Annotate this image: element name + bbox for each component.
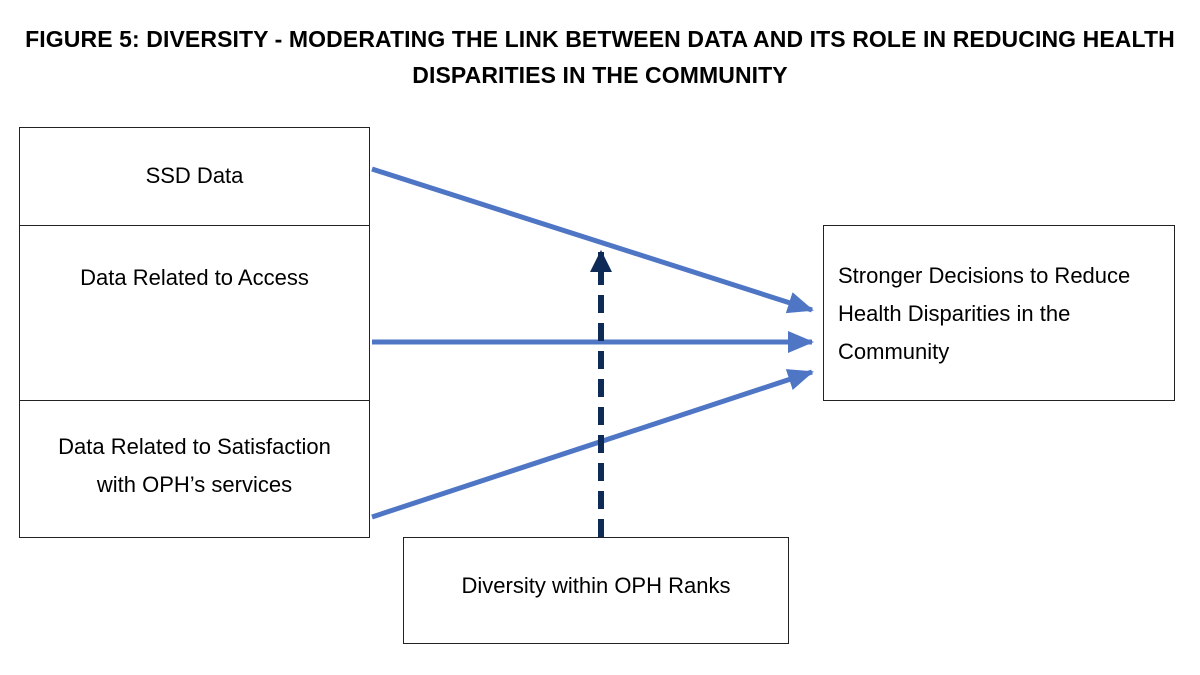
access-data-box: Data Related to Access xyxy=(19,225,370,402)
outcome-label: Stronger Decisions to Reduce Health Disp… xyxy=(838,257,1168,371)
satisfaction-data-box: Data Related to Satisfaction with OPH’s … xyxy=(19,400,370,538)
moderator-box: Diversity within OPH Ranks xyxy=(403,537,789,644)
outcome-box: Stronger Decisions to Reduce Health Disp… xyxy=(823,225,1175,401)
satisfaction-data-label-line-1: Data Related to Satisfaction xyxy=(58,434,331,459)
outcome-label-line-3: Community xyxy=(838,339,950,364)
ssd-data-box: SSD Data xyxy=(19,127,370,227)
figure-title-line-1: FIGURE 5: DIVERSITY - MODERATING THE LIN… xyxy=(25,26,1175,52)
outcome-label-line-1: Stronger Decisions to Reduce xyxy=(838,263,1131,288)
ssd-data-label: SSD Data xyxy=(145,163,244,188)
satisfaction-data-label: Data Related to Satisfaction with OPH’s … xyxy=(20,428,369,504)
outcome-label-line-2: Health Disparities in the xyxy=(838,301,1071,326)
access-data-label: Data Related to Access xyxy=(80,265,309,290)
ssd-to-outcome-arrow xyxy=(371,166,814,314)
satisfaction-data-label-line-2: with OPH’s services xyxy=(96,472,293,497)
moderator-label: Diversity within OPH Ranks xyxy=(461,573,731,598)
satisfaction-to-outcome-arrow xyxy=(371,369,814,520)
figure-title-line-2: DISPARITIES IN THE COMMUNITY xyxy=(412,62,788,88)
